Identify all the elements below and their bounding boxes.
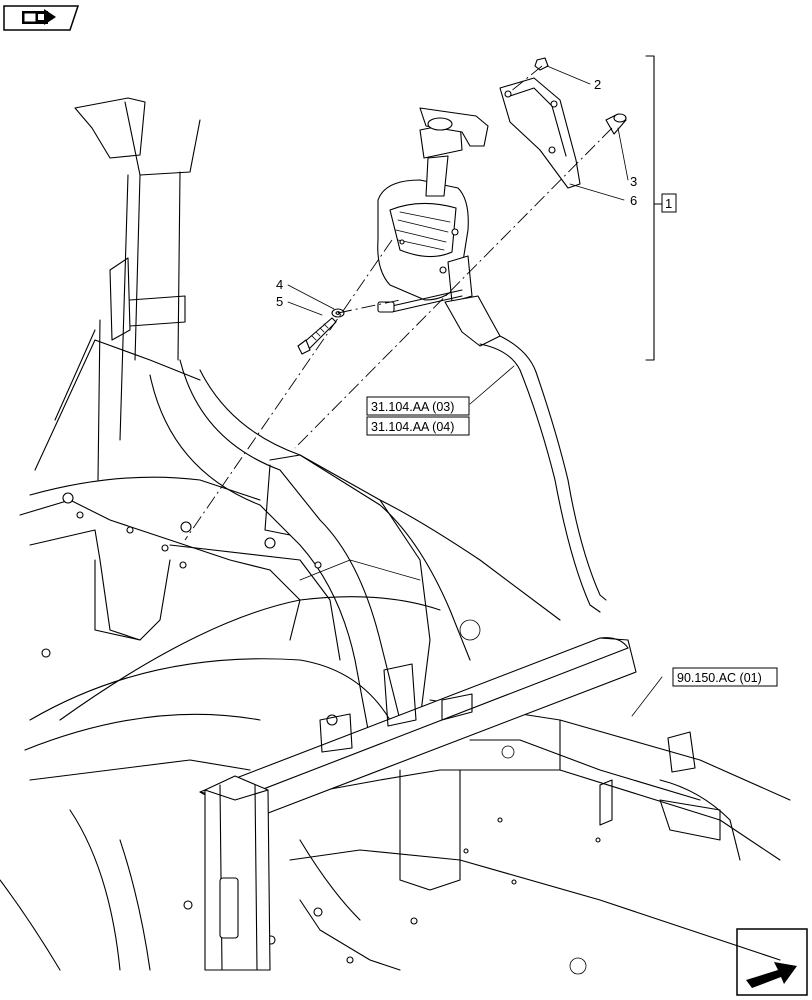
reference-label: 31.104.AA (04) [371, 420, 454, 434]
reference-label: 90.150.AC (01) [677, 671, 762, 685]
nut-item-2 [534, 57, 549, 71]
assembly-axis-lines [184, 65, 613, 541]
group-bracket [645, 55, 663, 361]
reference-arrow-icon[interactable] [3, 5, 80, 31]
next-page-arrow-icon[interactable] [736, 928, 808, 996]
cab-crossbar [199, 637, 637, 971]
cab-floor [0, 596, 791, 975]
cab-inner-panel [19, 359, 561, 741]
reference-label: 31.104.AA (03) [371, 400, 454, 414]
callout-1: 1 [665, 196, 672, 211]
callout-4: 4 [276, 277, 283, 292]
screw-item-3 [605, 113, 627, 135]
reference-link-31-104-aa-04[interactable]: 31.104.AA (04) [366, 416, 470, 436]
mounting-bracket [499, 77, 581, 189]
bolt-item-5 [297, 317, 337, 355]
leader-lines [287, 65, 663, 717]
reference-link-31-104-aa-03[interactable]: 31.104.AA (03) [366, 396, 470, 416]
callout-5: 5 [276, 294, 283, 309]
cab-frame-left-post [34, 97, 201, 481]
callout-6: 6 [630, 193, 637, 208]
joystick-assembly [377, 107, 607, 613]
reference-link-90-150-ac-01[interactable]: 90.150.AC (01) [672, 667, 778, 687]
callout-2: 2 [594, 77, 601, 92]
callout-1-box[interactable]: 1 [661, 193, 677, 213]
callout-3: 3 [630, 174, 637, 189]
